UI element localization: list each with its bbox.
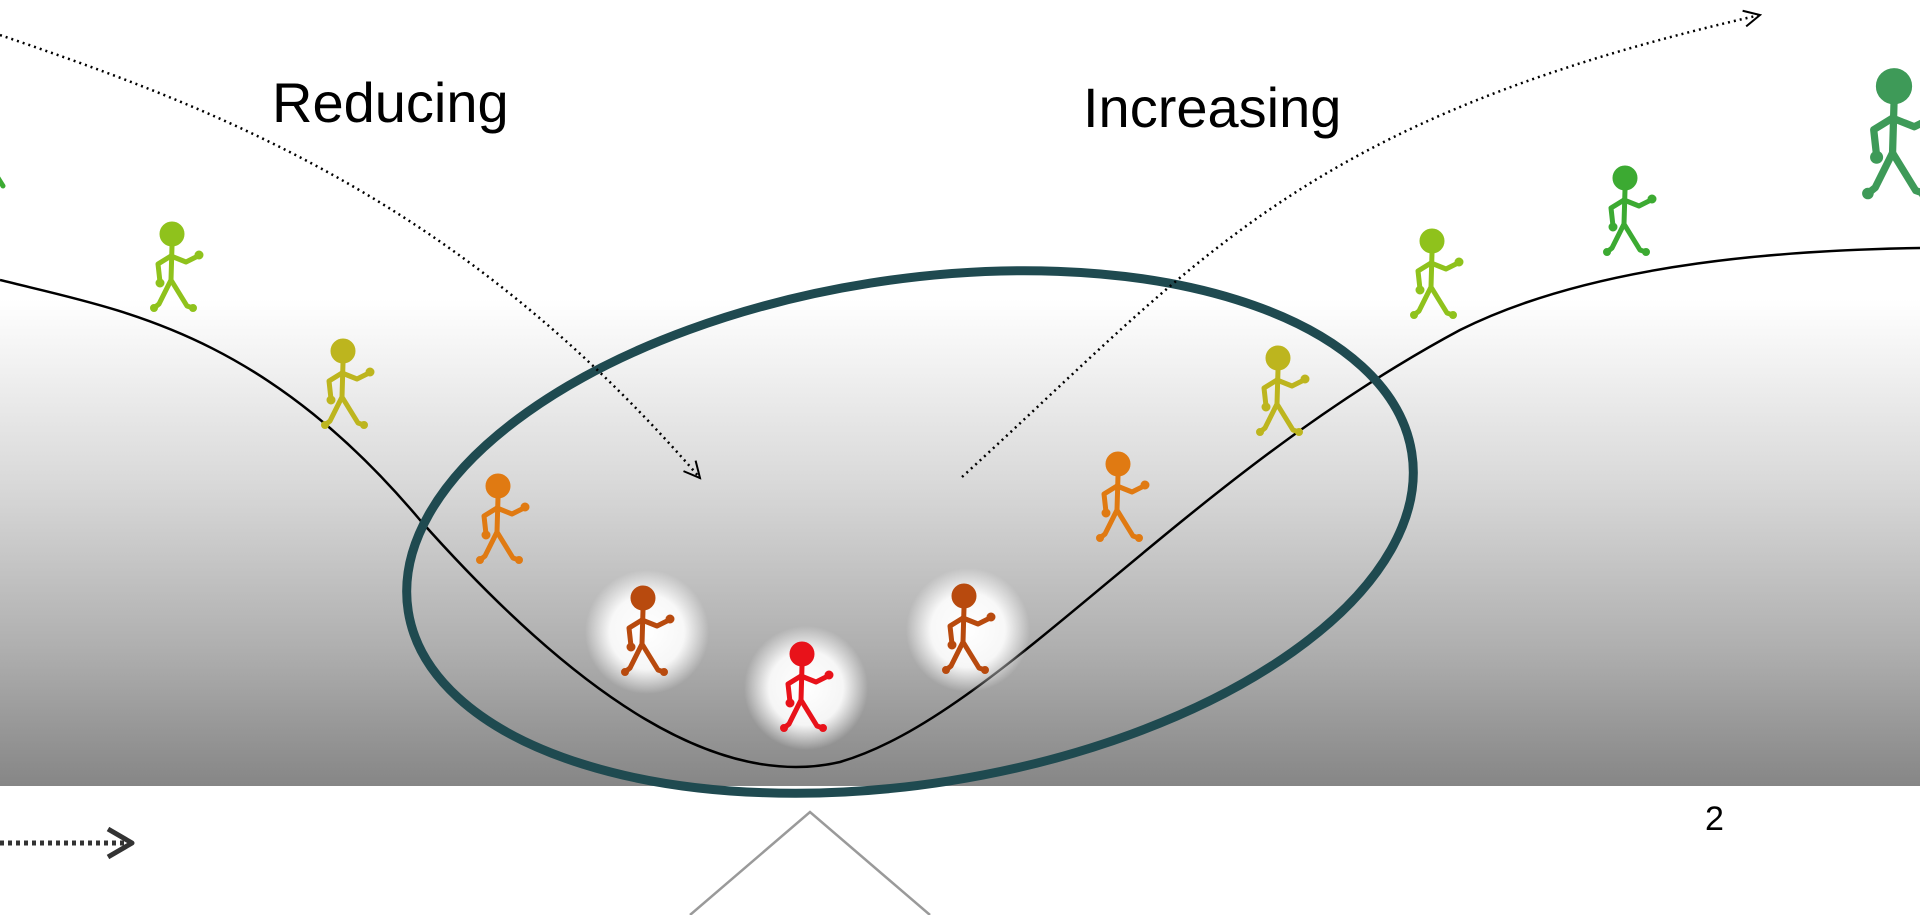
- figure-glow: [906, 568, 1030, 692]
- valley-curve: [0, 246, 1920, 769]
- reducing-arrow: [0, 33, 700, 478]
- stick-figures: [151, 69, 1920, 750]
- reducing-label: Reducing: [272, 71, 509, 134]
- partial-figure-left-edge: [0, 176, 6, 189]
- increasing-arrow: [961, 15, 1760, 478]
- bottom-triangle: [689, 810, 931, 915]
- page-number: 2: [1705, 800, 1724, 838]
- increasing-label: Increasing: [1083, 76, 1341, 139]
- figure-dark-orange-right: [906, 568, 1030, 692]
- focus-ellipse: [402, 266, 1418, 798]
- bottom-left-arrowhead: [106, 826, 135, 860]
- figure-glow: [585, 570, 709, 694]
- figure-glow: [744, 626, 868, 750]
- figure-red-bottom: [744, 626, 868, 750]
- figure-dark-orange-left: [585, 570, 709, 694]
